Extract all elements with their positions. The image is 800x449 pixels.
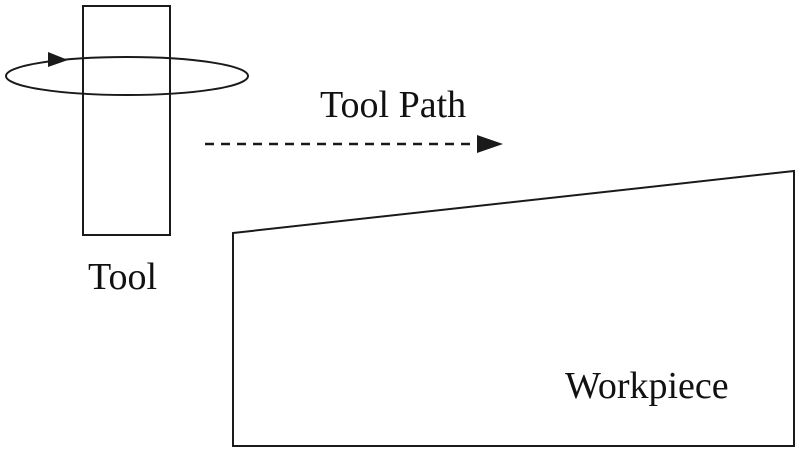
workpiece-shape (232, 169, 795, 447)
tool-label: Tool (88, 256, 157, 298)
tool-path-arrowhead-icon (477, 135, 503, 153)
tool-rectangle (82, 5, 171, 236)
rotation-arrowhead-icon (48, 52, 68, 67)
tool-path-label: Tool Path (320, 84, 466, 126)
workpiece-label: Workpiece (565, 365, 729, 407)
rotation-ellipse (5, 56, 249, 96)
